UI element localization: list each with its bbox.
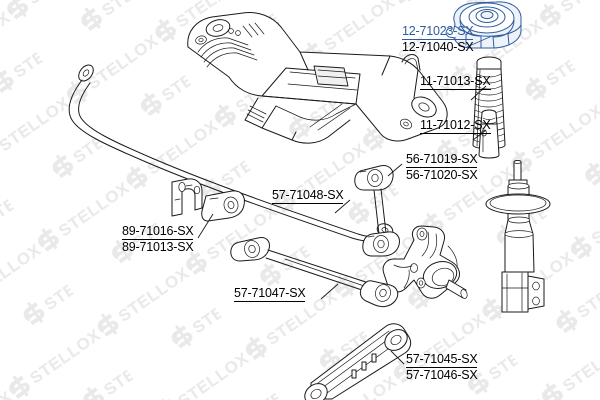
part-label-stabiliser-link-right[interactable]: 56-71020-SX	[406, 168, 478, 182]
part-label-trailing-arm-left[interactable]: 57-71045-SX	[406, 352, 478, 368]
part-label-stabiliser-bar[interactable]: 57-71048-SX	[272, 188, 344, 204]
part-label-stabiliser-bush[interactable]: 89-71013-SX	[122, 240, 194, 254]
part-label-dust-cover[interactable]: 11-71013-SX	[420, 74, 491, 90]
part-label-trailing-arm-right[interactable]: 57-71046-SX	[406, 368, 478, 382]
part-label-strut-mount[interactable]: 12-71023-SX	[402, 24, 474, 40]
part-label-lateral-arm[interactable]: 57-71047-SX	[234, 286, 306, 302]
part-label-stabiliser-bracket[interactable]: 89-71016-SX	[122, 224, 194, 240]
part-label-stabiliser-link-left[interactable]: 56-71019-SX	[406, 152, 478, 168]
part-label-strut-mount-alt[interactable]: 12-71040-SX	[402, 40, 474, 54]
part-label-bump-stop[interactable]: 11-71012-SX	[420, 118, 491, 134]
